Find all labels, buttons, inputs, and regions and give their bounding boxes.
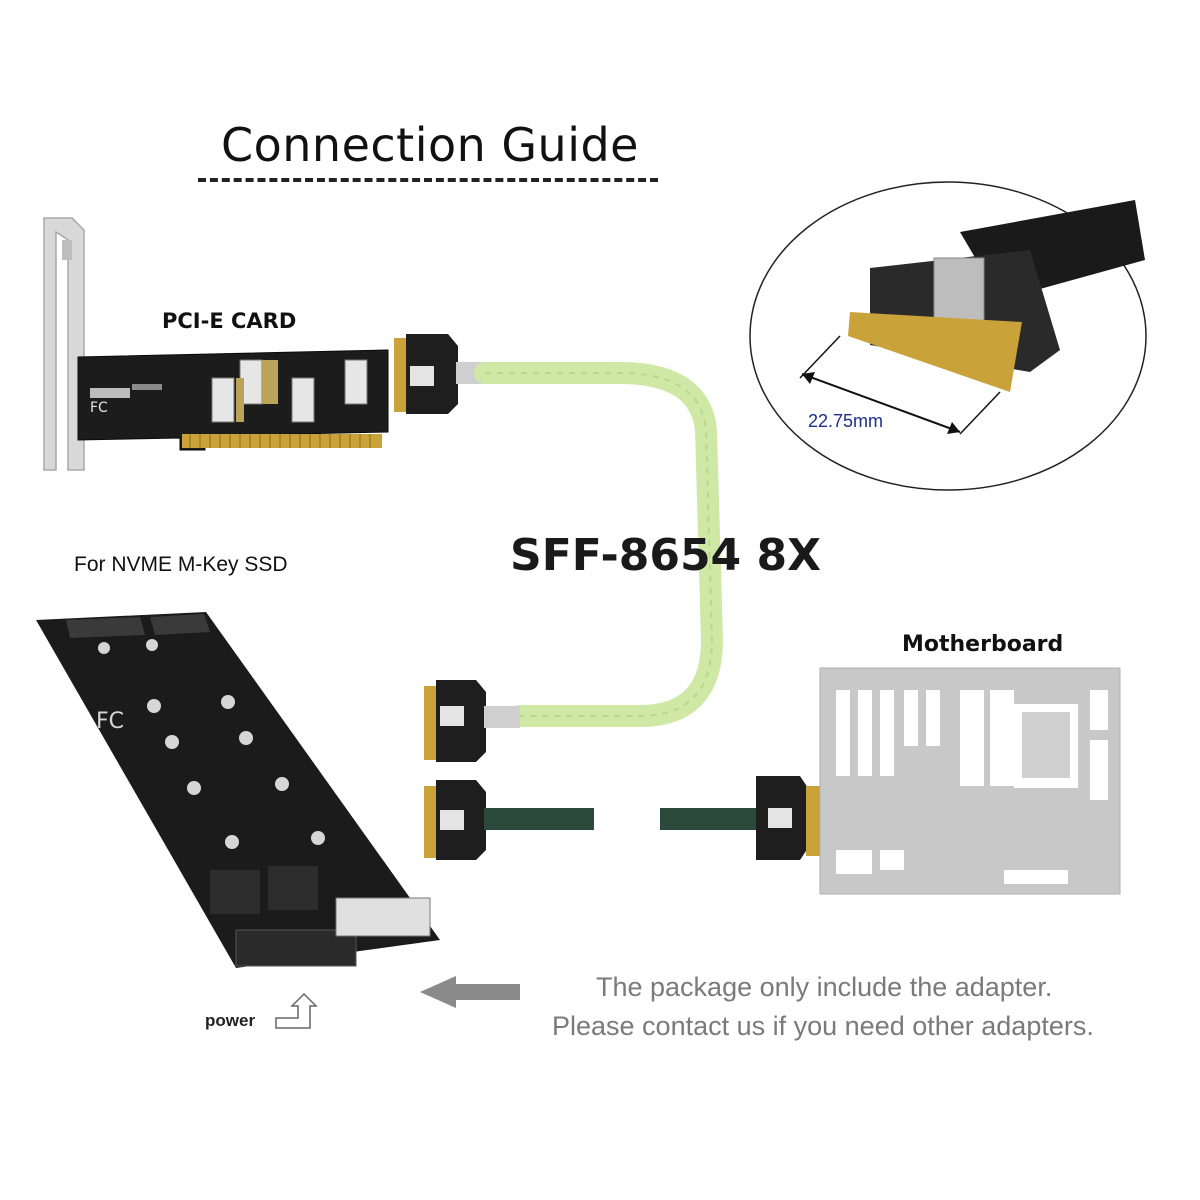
motherboard-label: Motherboard — [902, 632, 1064, 657]
pcie-card-label: PCI-E CARD — [162, 309, 297, 333]
nvme-adapter-board: FC — [36, 612, 440, 968]
dark-cable-connector-right — [756, 776, 820, 860]
svg-text:FC: FC — [96, 709, 124, 734]
pcie-card-image: FC — [43, 217, 389, 471]
nvme-label: For NVME M-Key SSD — [74, 553, 288, 576]
dark-cable-connector-left — [424, 780, 486, 860]
power-label: power — [205, 1011, 256, 1030]
dark-cable-left — [484, 808, 594, 830]
page-title: Connection Guide — [221, 118, 639, 172]
lower-cable-connector — [424, 680, 520, 762]
top-cable-connector — [394, 334, 488, 414]
gray-left-arrow — [420, 976, 520, 1008]
title-underline — [198, 178, 658, 182]
package-note-line2: Please contact us if you need other adap… — [552, 1011, 1094, 1041]
package-note-line1: The package only include the adapter. — [596, 972, 1053, 1002]
connector-zoom-circle — [749, 181, 1147, 491]
power-arrow — [275, 992, 318, 1029]
dark-cable-right — [660, 808, 756, 830]
cable-label: SFF-8654 8X — [510, 530, 822, 581]
dimension-label: 22.75mm — [808, 411, 884, 431]
motherboard-image — [819, 667, 1121, 895]
svg-text:FC: FC — [90, 400, 108, 416]
